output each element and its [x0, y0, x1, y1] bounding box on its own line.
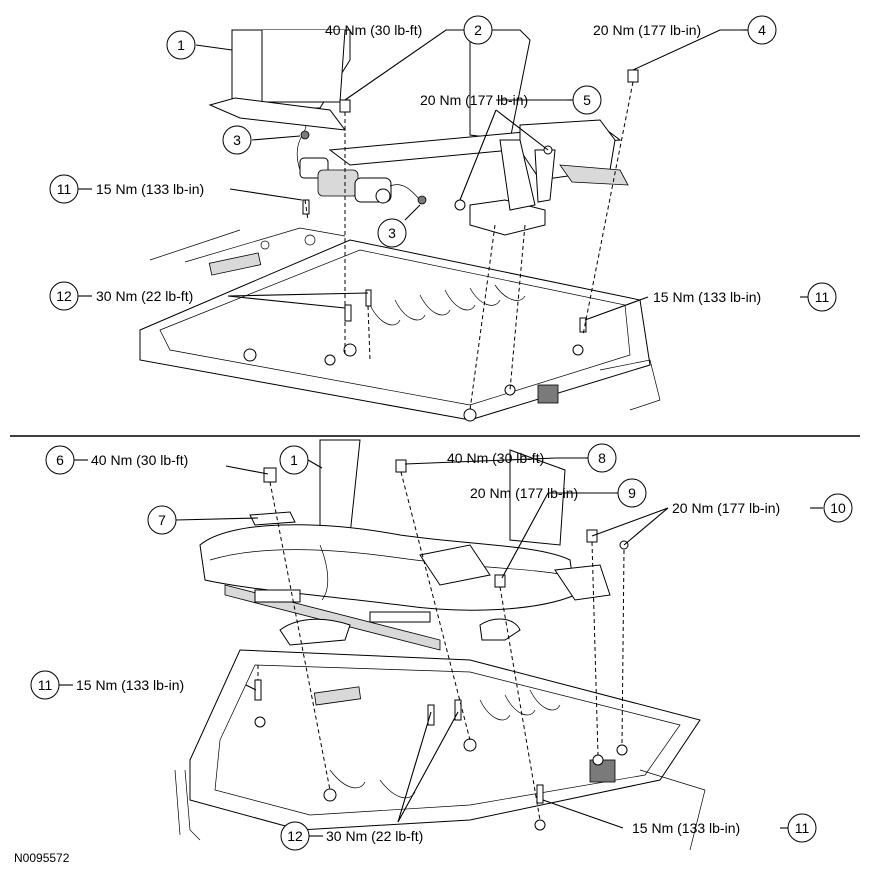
callout-label: 11 [57, 181, 72, 197]
callout-10: 20 Nm (177 lb-in) 10 [672, 493, 853, 523]
callout-label: 9 [628, 485, 636, 501]
torque-spec-label: 30 Nm (22 lb-ft) [96, 288, 193, 304]
callout-3-upper: 3 [222, 125, 252, 155]
callout-1-bottom: 1 [279, 445, 309, 475]
callout-label: 12 [287, 828, 303, 844]
top-leader-lines [195, 29, 748, 321]
callout-12-top: 12 30 Nm (22 lb-ft) [49, 281, 193, 311]
callout-label: 7 [158, 512, 166, 528]
callout-5: 20 Nm (177 lb-in) 5 [420, 85, 602, 115]
callout-2: 40 Nm (30 lb-ft) 2 [325, 15, 493, 45]
figure-id: N0095572 [14, 851, 70, 865]
callout-label: 8 [598, 450, 606, 466]
callout-label: 10 [830, 500, 846, 516]
callout-label: 11 [815, 289, 830, 305]
torque-spec-label: 15 Nm (133 lb-in) [653, 289, 761, 305]
callout-label: 1 [290, 452, 298, 468]
top-view-drawing [139, 29, 661, 422]
torque-spec-label: 40 Nm (30 lb-ft) [325, 22, 422, 38]
callout-label: 3 [388, 225, 396, 241]
callouts: 1 40 Nm (30 lb-ft) 2 3 3 20 Nm (177 lb-i… [30, 15, 853, 851]
callout-label: 3 [233, 132, 241, 148]
callout-6: 6 40 Nm (30 lb-ft) [45, 445, 188, 475]
callout-11-top-right: 15 Nm (133 lb-in) 11 [653, 282, 837, 312]
callout-label: 1 [177, 37, 185, 53]
torque-spec-label: 15 Nm (133 lb-in) [96, 181, 204, 197]
torque-spec-label: 20 Nm (177 lb-in) [672, 500, 780, 516]
callout-12-bottom: 12 30 Nm (22 lb-ft) [280, 821, 423, 851]
callout-11-bottom-right: 15 Nm (133 lb-in) 11 [632, 813, 817, 843]
callout-7: 7 [147, 505, 177, 535]
callout-label: 12 [56, 288, 72, 304]
callout-11-top-left: 11 15 Nm (133 lb-in) [49, 174, 204, 204]
torque-spec-label: 15 Nm (133 lb-in) [76, 677, 184, 693]
callout-11-bottom-left: 11 15 Nm (133 lb-in) [30, 670, 184, 700]
torque-spec-label: 30 Nm (22 lb-ft) [326, 828, 423, 844]
callout-1-top: 1 [166, 30, 196, 60]
torque-spec-label: 20 Nm (177 lb-in) [420, 92, 528, 108]
callout-4: 20 Nm (177 lb-in) 4 [593, 15, 777, 45]
torque-spec-label: 40 Nm (30 lb-ft) [447, 450, 544, 466]
callout-3-lower: 3 [377, 218, 407, 248]
callout-9: 20 Nm (177 lb-in) 9 [470, 478, 647, 508]
callout-label: 5 [583, 92, 591, 108]
callout-8: 40 Nm (30 lb-ft) 8 [447, 443, 617, 473]
torque-spec-label: 15 Nm (133 lb-in) [632, 820, 740, 836]
torque-spec-label: 40 Nm (30 lb-ft) [91, 452, 188, 468]
bottom-leader-lines [175, 457, 823, 829]
callout-label: 4 [758, 22, 766, 38]
callout-label: 11 [795, 820, 810, 836]
bottom-view-drawing [174, 439, 706, 851]
torque-spec-label: 20 Nm (177 lb-in) [470, 485, 578, 501]
callout-label: 6 [56, 452, 64, 468]
torque-spec-label: 20 Nm (177 lb-in) [593, 22, 701, 38]
callout-label: 2 [474, 22, 482, 38]
callout-label: 11 [38, 677, 53, 693]
